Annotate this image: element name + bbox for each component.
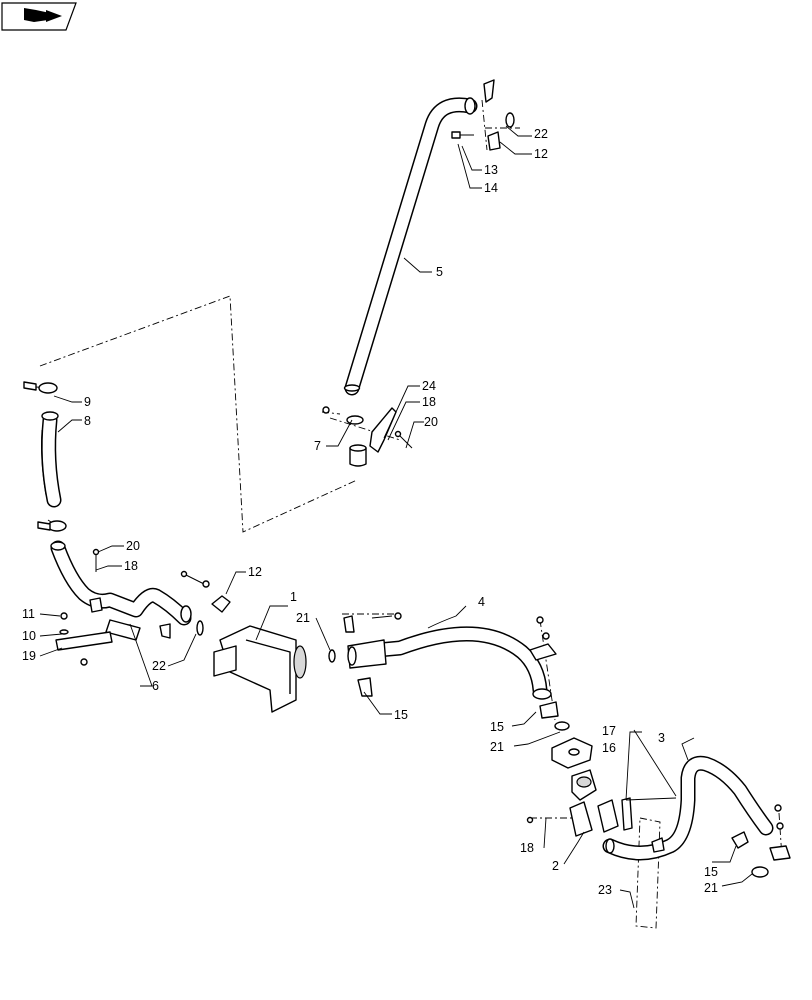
callout-labels: 22 12 13 14 5 24 18 20 7 9 8 20 18 12 1 … bbox=[22, 127, 718, 897]
assembly-outline bbox=[39, 295, 358, 533]
callout-21: 21 bbox=[490, 740, 504, 754]
bolt-part-13-14 bbox=[451, 131, 474, 139]
callout-7: 7 bbox=[314, 439, 321, 453]
o-ring-part-21-right bbox=[554, 721, 570, 731]
hose-part-8 bbox=[41, 411, 62, 508]
clamp-part-15-right bbox=[529, 616, 559, 719]
callout-23: 23 bbox=[598, 883, 612, 897]
clamp-part-12-lower bbox=[92, 548, 231, 639]
split-clamp-part-2 bbox=[526, 799, 619, 837]
book-arrow-icon[interactable] bbox=[1, 2, 77, 31]
hose-part-4 bbox=[347, 626, 552, 700]
callout-21: 21 bbox=[296, 611, 310, 625]
bolt-part-20-upper bbox=[322, 406, 413, 449]
callout-12: 12 bbox=[534, 147, 548, 161]
callout-4: 4 bbox=[478, 595, 485, 609]
o-ring-part-21-mid bbox=[328, 649, 336, 663]
callout-8: 8 bbox=[84, 414, 91, 428]
callout-12: 12 bbox=[248, 565, 262, 579]
callout-21: 21 bbox=[704, 881, 718, 895]
callout-17: 17 bbox=[602, 724, 616, 738]
callout-13: 13 bbox=[484, 163, 498, 177]
clamp-part-15-lower bbox=[731, 804, 791, 878]
bracket-part-19 bbox=[55, 597, 113, 666]
callout-6: 6 bbox=[152, 679, 159, 693]
callout-22: 22 bbox=[534, 127, 548, 141]
clamp-part-12-upper bbox=[483, 79, 501, 151]
callout-11: 11 bbox=[22, 607, 35, 621]
callout-15: 15 bbox=[394, 708, 408, 722]
callout-20: 20 bbox=[424, 415, 438, 429]
callout-18: 18 bbox=[422, 395, 436, 409]
centerline-upper bbox=[481, 99, 488, 151]
callout-20: 20 bbox=[126, 539, 140, 553]
clamp-part-15-mid bbox=[343, 612, 402, 697]
callout-19: 19 bbox=[22, 649, 36, 663]
return-tube-part-3 bbox=[602, 755, 774, 861]
centerline-bracket bbox=[329, 417, 401, 441]
plate-part-16 bbox=[621, 797, 677, 831]
upper-tube-part-5 bbox=[343, 97, 478, 396]
centerline-left-lower bbox=[47, 519, 61, 529]
hose-clamp-part-9 bbox=[23, 381, 67, 532]
bracket-part-24 bbox=[369, 407, 397, 453]
leader-lines bbox=[39, 125, 753, 909]
callout-24: 24 bbox=[422, 379, 436, 393]
callout-3: 3 bbox=[658, 731, 665, 745]
flange-fitting bbox=[551, 737, 597, 801]
o-ring-part-22-upper bbox=[505, 112, 515, 128]
callout-2: 2 bbox=[552, 859, 559, 873]
callout-1: 1 bbox=[290, 590, 297, 604]
callout-10: 10 bbox=[22, 629, 36, 643]
callout-15: 15 bbox=[704, 865, 718, 879]
callout-22: 22 bbox=[152, 659, 166, 673]
callout-16: 16 bbox=[602, 741, 616, 755]
callout-18: 18 bbox=[520, 841, 534, 855]
sleeve-part-7 bbox=[346, 415, 367, 467]
part-23-outline bbox=[635, 817, 661, 929]
callout-9: 9 bbox=[84, 395, 91, 409]
callout-14: 14 bbox=[484, 181, 498, 195]
callout-15: 15 bbox=[490, 720, 504, 734]
cooler-part-1 bbox=[213, 625, 307, 713]
elbow-pipe-part-6 bbox=[50, 540, 192, 641]
callout-18: 18 bbox=[124, 559, 138, 573]
callout-5: 5 bbox=[436, 265, 443, 279]
